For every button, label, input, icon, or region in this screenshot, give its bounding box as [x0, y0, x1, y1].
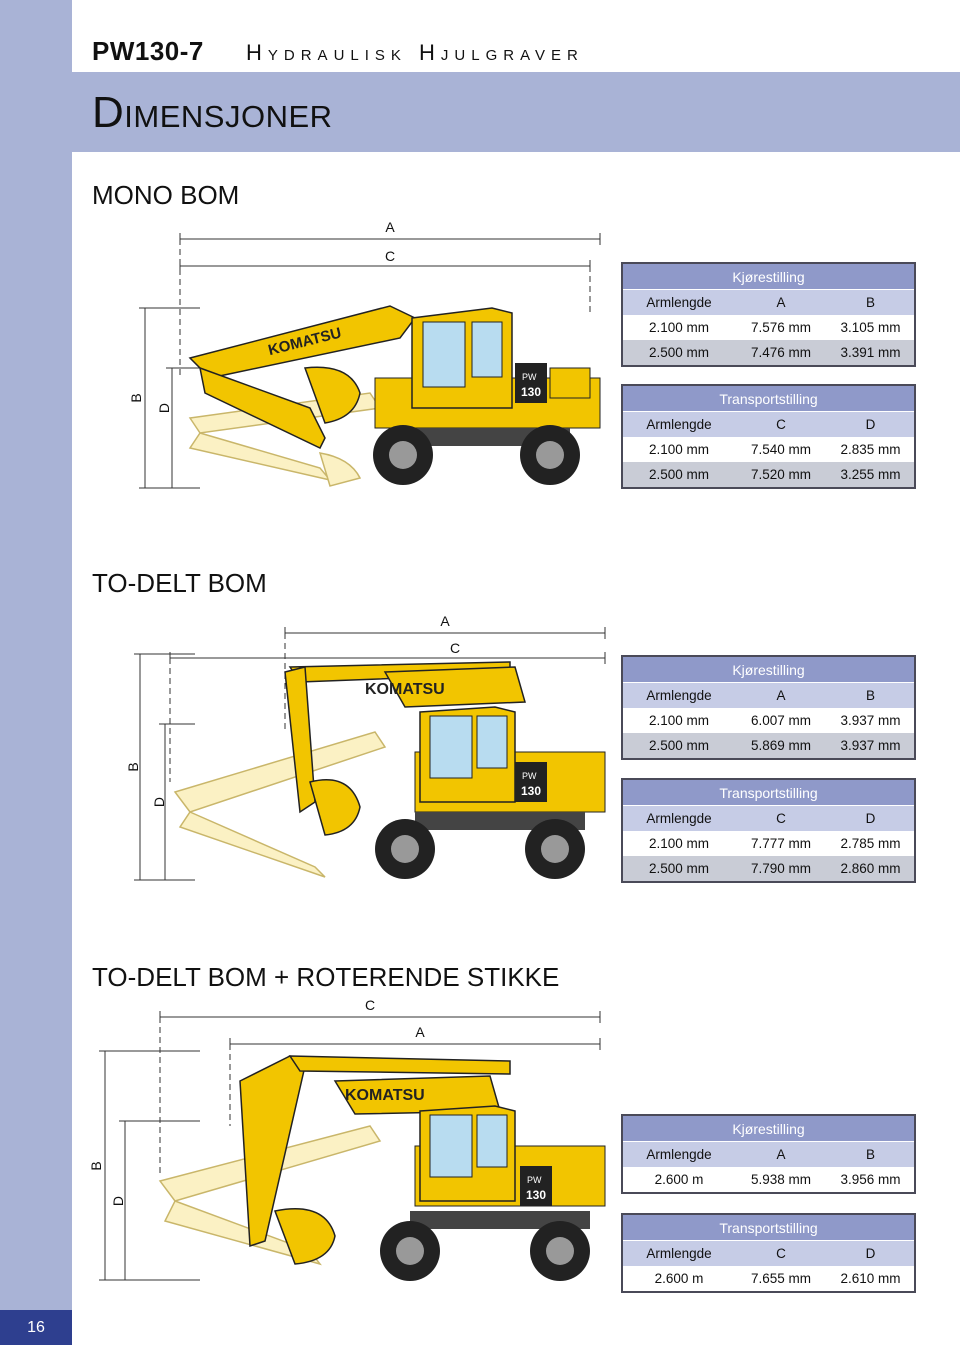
table-cell: 2.500 mm — [622, 462, 735, 488]
table-cell: 2.600 m — [622, 1167, 735, 1193]
table-cell: 2.100 mm — [622, 831, 735, 856]
table-cell: 2.785 mm — [827, 831, 915, 856]
badge-130: 130 — [526, 1188, 546, 1202]
table-cell: 6.007 mm — [735, 708, 827, 733]
table-caption: Kjørestilling — [622, 263, 915, 290]
table-cell: 7.540 mm — [735, 437, 827, 462]
table-cell: 5.938 mm — [735, 1167, 827, 1193]
table-cell: 2.835 mm — [827, 437, 915, 462]
table-caption: Kjørestilling — [622, 1115, 915, 1142]
table-header: D — [827, 411, 915, 437]
dimension-label-a: A — [385, 219, 395, 235]
table-header: B — [827, 1141, 915, 1167]
section-title-to-delt-bom: TO-DELT BOM — [92, 568, 267, 598]
model-name: PW130-7 — [92, 36, 204, 66]
section-title-roterende-stikke: TO-DELT BOM + ROTERENDE STIKKE — [92, 962, 560, 992]
top-band — [72, 0, 960, 72]
dimension-label-d: D — [151, 797, 167, 807]
table-header: B — [827, 682, 915, 708]
table-cell: 3.105 mm — [827, 315, 915, 340]
dimension-label-b: B — [125, 762, 141, 771]
table-cell: 2.500 mm — [622, 856, 735, 882]
table-header: Armlengde — [622, 411, 735, 437]
dimension-label-b: B — [128, 393, 144, 402]
table-cell: 3.937 mm — [827, 733, 915, 759]
table-header: D — [827, 1240, 915, 1266]
dimension-label-c: C — [450, 640, 460, 656]
table-header: A — [735, 682, 827, 708]
table-caption: Transportstilling — [622, 1214, 915, 1241]
excavator-drawing: KOMATSU PW 130 — [188, 305, 601, 485]
excavator-drawing: KOMATSU PW 130 — [239, 1055, 606, 1281]
table-cell: 3.956 mm — [827, 1167, 915, 1193]
table-cell: 7.520 mm — [735, 462, 827, 488]
table-header: D — [827, 805, 915, 831]
figure-roterende-stikke: C A B D KOMATSU PW 130 — [88, 997, 606, 1281]
table-cell: 7.790 mm — [735, 856, 827, 882]
table-cell: 7.476 mm — [735, 340, 827, 366]
table-cell: 7.576 mm — [735, 315, 827, 340]
table-cell: 2.100 mm — [622, 315, 735, 340]
dimension-label-d: D — [156, 403, 172, 413]
page-title: Dimensjoner — [92, 88, 333, 137]
table-header: Armlengde — [622, 805, 735, 831]
dimension-label-c: C — [365, 997, 375, 1013]
page-number: 16 — [0, 1310, 72, 1345]
table-header: Armlengde — [622, 289, 735, 315]
komatsu-boom-logo: KOMATSU — [345, 1087, 425, 1104]
table-header: Armlengde — [622, 682, 735, 708]
badge-pw: PW — [522, 771, 537, 781]
table-cell: 2.600 m — [622, 1266, 735, 1292]
table-header: B — [827, 289, 915, 315]
excavator-drawing: KOMATSU PW 130 — [284, 661, 606, 879]
badge-pw: PW — [527, 1175, 542, 1185]
title-bar — [72, 72, 960, 152]
left-accent-stripe — [0, 0, 72, 1345]
table-header: A — [735, 1141, 827, 1167]
figure-to-delt-bom: A C B D KOMATSU PW 130 — [125, 613, 606, 881]
table-header: A — [735, 289, 827, 315]
table-cell: 2.610 mm — [827, 1266, 915, 1292]
table-cell: 3.391 mm — [827, 340, 915, 366]
table-cell: 7.655 mm — [735, 1266, 827, 1292]
table-cell: 5.869 mm — [735, 733, 827, 759]
table-header: C — [735, 805, 827, 831]
model-subtitle: Hydraulisk Hjulgraver — [246, 40, 584, 65]
table-header: C — [735, 411, 827, 437]
table-header: C — [735, 1240, 827, 1266]
figure-mono-bom: A C B D KOMATSU PW 130 — [128, 219, 601, 489]
badge-pw: PW — [522, 372, 537, 382]
dimension-label-a: A — [415, 1024, 425, 1040]
table-caption: Transportstilling — [622, 779, 915, 806]
table-cell: 2.100 mm — [622, 437, 735, 462]
komatsu-boom-logo: KOMATSU — [365, 681, 445, 698]
table-cell: 2.860 mm — [827, 856, 915, 882]
dimension-label-a: A — [440, 613, 450, 629]
badge-130: 130 — [521, 784, 541, 798]
dimension-label-c: C — [385, 248, 395, 264]
table-caption: Kjørestilling — [622, 656, 915, 683]
section-title-mono-bom: MONO BOM — [92, 180, 240, 210]
dimension-label-b: B — [88, 1161, 104, 1170]
table-cell: 7.777 mm — [735, 831, 827, 856]
table-cell: 2.500 mm — [622, 340, 735, 366]
table-cell: 3.937 mm — [827, 708, 915, 733]
table-cell: 3.255 mm — [827, 462, 915, 488]
badge-130: 130 — [521, 385, 541, 399]
table-cell: 2.100 mm — [622, 708, 735, 733]
dimension-label-d: D — [110, 1196, 126, 1206]
table-header: Armlengde — [622, 1141, 735, 1167]
table-cell: 2.500 mm — [622, 733, 735, 759]
table-header: Armlengde — [622, 1240, 735, 1266]
table-caption: Transportstilling — [622, 385, 915, 412]
